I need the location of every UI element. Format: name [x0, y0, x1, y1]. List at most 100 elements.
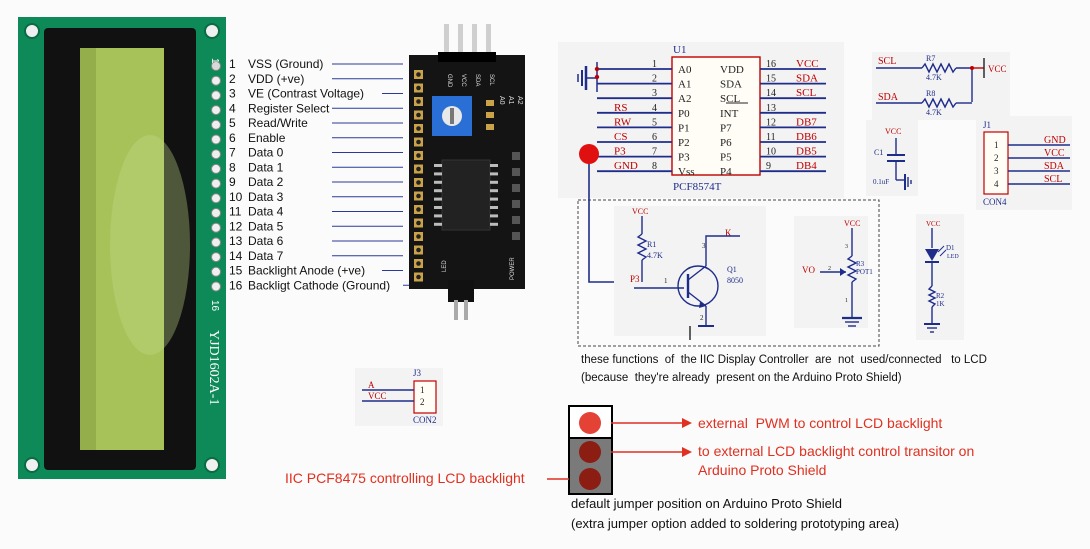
u1-pin-number: 6: [652, 132, 657, 143]
j3-ref: J3: [413, 368, 422, 378]
pinout-number: 6: [229, 131, 236, 145]
u1-pin-name: A1: [678, 79, 691, 91]
lcd-pad: [211, 208, 221, 218]
pot-part: POT1: [856, 268, 873, 276]
j1-pin-number: 2: [994, 153, 999, 163]
pinout-label: Data 0: [248, 146, 284, 160]
u1-pin-number: 10: [766, 147, 776, 158]
u1-net-label: DB6: [796, 131, 817, 143]
u1-pin-number: 4: [652, 103, 657, 114]
u1-net-label: SDA: [796, 73, 818, 85]
addr-label-a2: A2: [516, 96, 523, 105]
note-unused-line1: these functions of the IIC Display Contr…: [581, 354, 987, 366]
mount-hole-top-right: [204, 23, 220, 39]
u1-pin-number: 8: [652, 161, 657, 172]
pinout-label: Data 7: [248, 249, 284, 263]
u1-pin-number: 11: [766, 132, 776, 143]
cap-value: 0.1uF: [873, 178, 889, 186]
j1-footprint: CON4: [983, 197, 1007, 207]
j3-footprint: CON2: [413, 415, 437, 425]
dashed-outline: [577, 199, 880, 347]
q-vcc-net: VCC: [632, 207, 648, 216]
lcd-pad: [211, 149, 221, 160]
board-lcd-pads: [414, 70, 520, 282]
pinout-label: Backlight Anode (+ve): [248, 264, 365, 278]
note-unused-line2: (because they're already present on the …: [581, 372, 902, 384]
u1-net-label: DB7: [796, 116, 817, 128]
u1-pin-name: SCL: [720, 93, 740, 105]
u1-pin-name: VDD: [720, 64, 744, 76]
pinout-label: Backligt Cathode (Ground): [248, 278, 390, 292]
address-pads: [486, 100, 494, 130]
j3-pin1: 1: [420, 385, 425, 395]
unused-functions-box: VCC R1 4.7K P3 Q1 8050 K 1 2 3 VCC R3 PO…: [577, 164, 964, 347]
pinout-number: 7: [229, 146, 236, 160]
u1-net-label: DB4: [796, 160, 817, 172]
r7-value: 4.7K: [926, 73, 942, 82]
pinout-number: 2: [229, 72, 236, 86]
u1-pin-name: A2: [678, 93, 691, 105]
pinout-number: 1: [229, 57, 236, 71]
pinout-number: 14: [229, 249, 243, 263]
lcd-pad: [211, 119, 221, 130]
pinout-label: Data 3: [248, 190, 284, 204]
u1-net-label: DB5: [796, 146, 817, 158]
lcd-pad: [211, 193, 221, 204]
pinout-label: Data 5: [248, 219, 284, 233]
r8-ref: R8: [926, 89, 935, 98]
addr-label-a0: A0: [498, 96, 505, 105]
j3-pin2: 2: [420, 397, 425, 407]
addr-label-a1: A1: [507, 96, 514, 105]
pinout-number: 15: [229, 264, 243, 278]
u1-net-label: CS: [614, 131, 627, 143]
u1-net-label: GND: [614, 160, 638, 172]
r1-ref: R1: [647, 240, 656, 249]
header-pins: [438, 24, 496, 62]
mount-hole-bottom-left: [24, 457, 40, 473]
jumper-label-iic: IIC PCF8475 controlling LCD backlight: [285, 470, 525, 486]
j3-connector: J3 CON2 A VCC 1 2: [355, 368, 443, 426]
u1-pin-number: 15: [766, 74, 776, 85]
u1-pin-number: 1: [652, 59, 657, 70]
pinout-label: VDD (+ve): [248, 72, 304, 86]
u1-pin-number: 14: [766, 88, 776, 99]
u1-net-label: VCC: [796, 58, 819, 70]
pinout-label: Data 2: [248, 175, 284, 189]
u1-ref: U1: [673, 44, 686, 56]
pot-pin2: 2: [828, 266, 831, 272]
u1-pin-number: 7: [652, 147, 657, 158]
pinout-number: 3: [229, 87, 236, 101]
pullup-scl-net: SCL: [878, 56, 896, 67]
j1-ref: J1: [983, 120, 991, 130]
lcd-pad: [211, 178, 221, 189]
u1-part: PCF8574T: [673, 181, 722, 193]
pot-vcc-net: VCC: [844, 219, 860, 228]
p3-tap-marker: [579, 144, 599, 164]
r7-ref: R7: [926, 54, 935, 63]
backlight-jumper: [448, 280, 474, 302]
q-pin3: 3: [702, 242, 706, 250]
cap-vcc-net: VCC: [885, 127, 901, 136]
lcd-pad: [211, 163, 221, 174]
r8-value: 4.7K: [926, 108, 942, 117]
lcd-pad: [211, 105, 221, 116]
pinout-label: Enable: [248, 131, 286, 145]
led-jumper-label: LED: [442, 260, 448, 272]
u1-pin-name: P3: [678, 152, 690, 164]
u1-pin-name: INT: [720, 108, 739, 120]
u1-pin-name: P7: [720, 122, 732, 134]
pinout-number: 12: [229, 219, 243, 233]
led-part: LED: [947, 254, 959, 260]
u1-net-label: RW: [614, 116, 632, 128]
pinout-label: VE (Contrast Voltage): [248, 87, 364, 101]
j1-net-label: SDA: [1044, 161, 1065, 172]
cap-ref: C1: [874, 148, 883, 157]
pinout-number: 10: [229, 190, 243, 204]
u1-pin-name: SDA: [720, 79, 742, 91]
q-ref: Q1: [727, 265, 737, 274]
led-diode-symbol: [925, 249, 939, 261]
j1-net-label: GND: [1044, 135, 1066, 146]
